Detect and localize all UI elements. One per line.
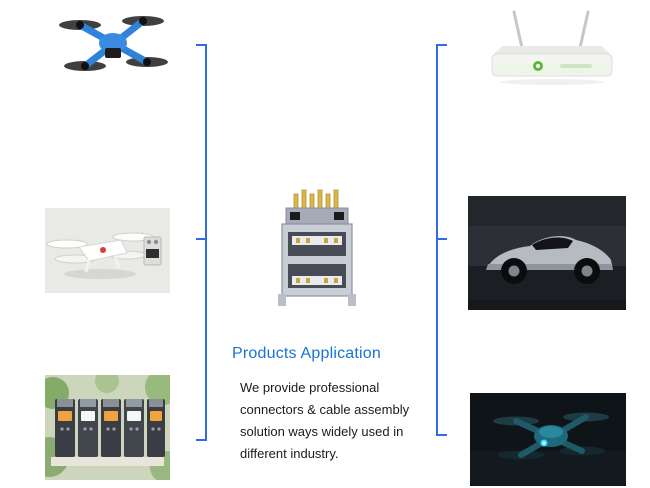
teal-drone-icon — [470, 393, 626, 486]
description-line: We provide professional — [240, 380, 380, 395]
white-drone-icon — [45, 208, 170, 293]
sports-car-image — [468, 196, 626, 310]
description-line: different industry. — [240, 446, 339, 461]
section-description: We provide professional connectors & cab… — [240, 377, 430, 465]
description-line: solution ways widely used in — [240, 424, 404, 439]
industrial-inverters-image — [45, 375, 170, 480]
usb-connector-image — [266, 188, 368, 310]
wifi-router-image — [476, 8, 626, 90]
industrial-inverters-icon — [45, 375, 170, 480]
right-bracket-tick-bottom — [436, 434, 447, 436]
section-title: Products Application — [232, 345, 381, 362]
right-bracket-tick-top — [436, 44, 447, 46]
teal-drone-image — [470, 393, 626, 486]
description-line: connectors & cable assembly — [240, 402, 410, 417]
right-bracket-tick-middle — [436, 238, 447, 240]
blue-drone-icon — [55, 8, 170, 88]
usb-connector-icon — [266, 188, 368, 310]
sports-car-icon — [468, 196, 626, 310]
right-bracket-line — [436, 44, 438, 436]
blue-drone-image — [55, 8, 170, 88]
left-bracket-tick-top — [196, 44, 207, 46]
left-bracket-line — [205, 44, 207, 441]
white-drone-image — [45, 208, 170, 293]
left-bracket-tick-bottom — [196, 439, 207, 441]
wifi-router-icon — [476, 8, 626, 90]
left-bracket-tick-middle — [196, 238, 207, 240]
